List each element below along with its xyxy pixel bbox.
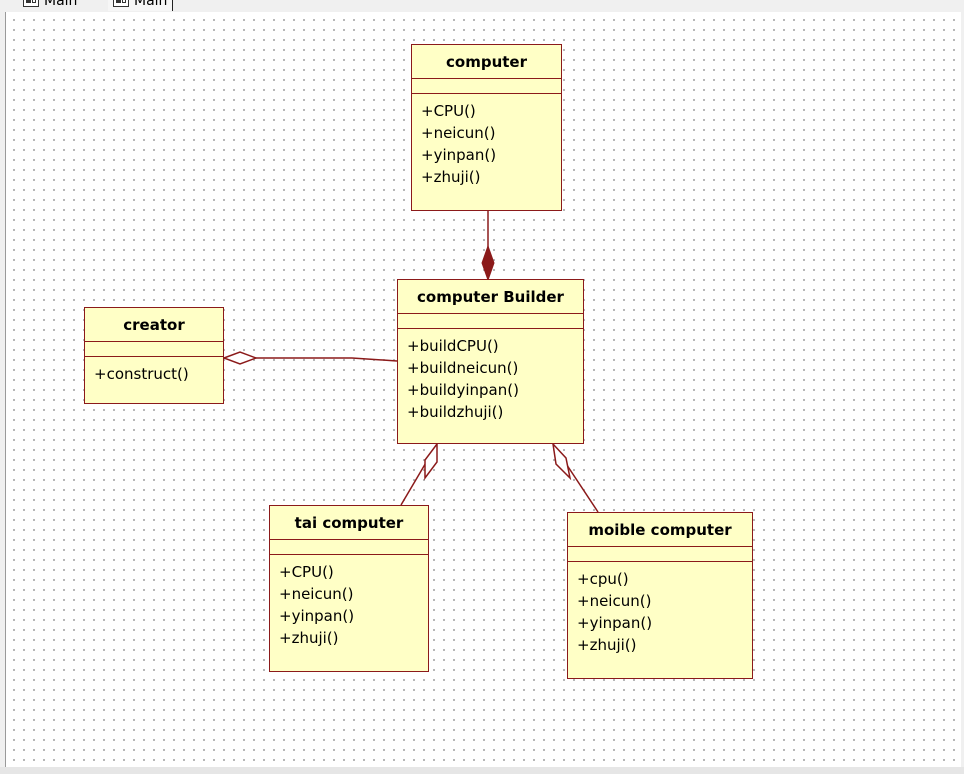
operation: +yinpan()	[421, 146, 497, 164]
tab-main-2[interactable]: Main	[108, 0, 174, 11]
operation: +zhuji()	[577, 636, 637, 654]
class-tai-computer[interactable]: tai computer +CPU() +neicun() +yinpan() …	[269, 505, 429, 672]
attributes-compartment	[398, 314, 583, 329]
operations-compartment: +construct()	[85, 357, 223, 385]
aggregation-diamond-moible	[551, 441, 572, 481]
class-computer[interactable]: computer +CPU() +neicun() +yinpan() +zhu…	[411, 44, 562, 211]
operation: +cpu()	[577, 570, 629, 588]
aggregation-diamond-tai	[424, 441, 438, 481]
composition-diamond	[481, 244, 495, 282]
horizontal-scrollbar[interactable]	[0, 767, 964, 774]
class-name: computer	[412, 45, 561, 79]
operation: +zhuji()	[279, 629, 339, 647]
class-name: tai computer	[270, 506, 428, 540]
operation: +neicun()	[421, 124, 496, 142]
operations-compartment: +CPU() +neicun() +yinpan() +zhuji()	[412, 94, 561, 188]
class-name: moible computer	[568, 513, 752, 547]
operations-compartment: +buildCPU() +buildneicun() +buildyinpan(…	[398, 329, 583, 423]
attributes-compartment	[412, 79, 561, 94]
operations-compartment: +cpu() +neicun() +yinpan() +zhuji()	[568, 562, 752, 656]
operation: +zhuji()	[421, 168, 481, 186]
operation: +buildzhuji()	[407, 403, 504, 421]
class-diagram-icon	[23, 0, 39, 7]
class-diagram-icon	[113, 0, 129, 7]
operation: +yinpan()	[577, 614, 653, 632]
tab-main-1[interactable]: Main	[18, 0, 82, 11]
operation: +neicun()	[577, 592, 652, 610]
operation: +yinpan()	[279, 607, 355, 625]
class-creator[interactable]: creator +construct()	[84, 307, 224, 404]
tab-bar: Main Main	[0, 0, 964, 12]
operation: +buildyinpan()	[407, 381, 519, 399]
relationship-lines	[221, 210, 599, 513]
operation: +buildneicun()	[407, 359, 519, 377]
operation: +buildCPU()	[407, 337, 499, 355]
attributes-compartment	[85, 342, 223, 357]
aggregation-line-creator[interactable]	[224, 357, 398, 362]
class-computer-builder[interactable]: computer Builder +buildCPU() +buildneicu…	[397, 279, 584, 444]
operation: +neicun()	[279, 585, 354, 603]
operation: +CPU()	[279, 563, 334, 581]
aggregation-diamond-creator	[221, 351, 259, 365]
class-name: creator	[85, 308, 223, 342]
operations-compartment: +CPU() +neicun() +yinpan() +zhuji()	[270, 555, 428, 649]
class-moible-computer[interactable]: moible computer +cpu() +neicun() +yinpan…	[567, 512, 753, 679]
operation: +CPU()	[421, 102, 476, 120]
attributes-compartment	[270, 540, 428, 555]
class-name: computer Builder	[398, 280, 583, 314]
attributes-compartment	[568, 547, 752, 562]
tab-label: Main	[134, 0, 168, 9]
operation: +construct()	[94, 365, 189, 383]
tab-label: Main	[44, 0, 78, 9]
diagram-canvas[interactable]: computer +CPU() +neicun() +yinpan() +zhu…	[5, 12, 961, 767]
